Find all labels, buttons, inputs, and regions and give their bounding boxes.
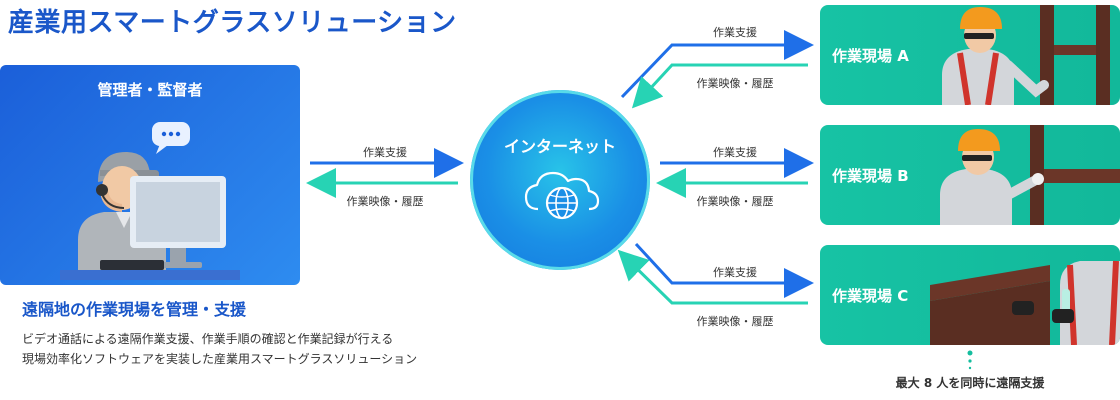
max-support-caption: 最大 8 人を同時に遠隔支援: [895, 376, 1045, 390]
remote-support-heading: 遠隔地の作業現場を管理・支援: [22, 300, 247, 319]
support-label-c: 作業支援: [713, 266, 757, 279]
site-card-c: 作業現場 C: [820, 245, 1120, 345]
support-label-admin: 作業支援: [363, 146, 407, 159]
video-label-admin: 作業映像・履歴: [346, 195, 424, 208]
operator-at-computer-icon: [60, 122, 240, 280]
video-label-b: 作業映像・履歴: [696, 195, 774, 208]
video-label-a: 作業映像・履歴: [696, 77, 774, 90]
support-label-b: 作業支援: [713, 146, 757, 159]
worker-pointing-icon: [940, 125, 1120, 225]
site-label-b: 作業現場 B: [832, 167, 909, 185]
site-label-a: 作業現場 A: [832, 47, 909, 65]
internet-node: [470, 90, 650, 270]
site-card-b: 作業現場 B: [820, 125, 1120, 225]
admin-card: 管理者・監督者: [0, 65, 300, 285]
cloud-globe-icon: [524, 171, 600, 220]
site-label-c: 作業現場 C: [832, 287, 909, 305]
video-arrow-a: [631, 63, 808, 109]
internet-label: インターネット: [503, 137, 616, 156]
site-card-a: 作業現場 A: [820, 5, 1120, 105]
support-label-a: 作業支援: [713, 26, 757, 39]
worker-inspecting-icon: [930, 260, 1120, 345]
more-sites-dots-icon: [967, 350, 973, 370]
admin-label: 管理者・監督者: [97, 81, 203, 99]
video-arrow-c: [617, 249, 808, 305]
page-title: 産業用スマートグラスソリューション: [8, 8, 457, 38]
description-line: 現場効率化ソフトウェアを実装した産業用スマートグラスソリューション: [22, 352, 418, 366]
description-line: ビデオ通話による遠隔作業支援、作業手順の確認と作業記録が行える: [22, 332, 394, 346]
worker-with-helmet-icon: [942, 5, 1110, 105]
video-label-c: 作業映像・履歴: [696, 315, 774, 328]
